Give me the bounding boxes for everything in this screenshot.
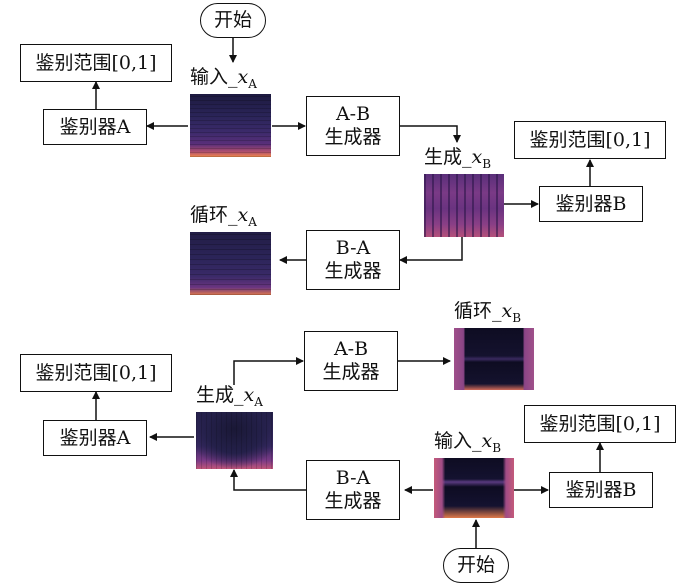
- arrow-gen-ab-to-gen-b: [400, 125, 461, 143]
- gen-ab-line2-bottom: 生成器: [322, 361, 380, 383]
- label-input-xb: 输入_xB: [434, 430, 502, 455]
- generator-ab-top: A-B 生成器: [306, 96, 400, 156]
- arrow-gen-ba-to-gen-a: [230, 469, 306, 491]
- generator-ba-top: B-A 生成器: [306, 230, 400, 290]
- discriminator-b-top: 鉴别器B: [539, 186, 643, 222]
- range-box-top-left: 鉴别范围[0,1]: [20, 44, 172, 82]
- gen-ba-line2: 生成器: [324, 260, 382, 282]
- arrow-gen-b-to-gen-ba: [399, 237, 463, 264]
- spectrogram-input-a: [190, 94, 271, 157]
- label-generated-xb: 生成_xB: [424, 146, 492, 171]
- gen-ab-line1: A-B: [335, 103, 371, 125]
- discriminator-a-bottom: 鉴别器A: [43, 420, 147, 456]
- gen-ba-line1-bottom: B-A: [335, 467, 371, 489]
- generator-ab-bottom: A-B 生成器: [304, 331, 398, 391]
- discriminator-b-bottom: 鉴别器B: [549, 472, 653, 508]
- range-box-bottom-left: 鉴别范围[0,1]: [20, 354, 172, 392]
- label-cycle-xa: 循环_xA: [190, 204, 257, 229]
- range-box-bottom-right: 鉴别范围[0,1]: [524, 405, 676, 443]
- label-cycle-xb: 循环_xB: [454, 300, 522, 325]
- gen-ab-line2: 生成器: [324, 126, 382, 148]
- start-node-bottom: 开始: [443, 548, 509, 583]
- label-input-xa: 输入_xA: [190, 66, 257, 91]
- spectrogram-generated-a: [196, 412, 273, 469]
- range-box-top-right: 鉴别范围[0,1]: [514, 121, 666, 159]
- arrow-gen-a-to-gen-ab: [233, 357, 304, 385]
- label-generated-xa: 生成_xA: [196, 384, 263, 409]
- start-node-top: 开始: [200, 3, 266, 38]
- gen-ba-line1: B-A: [335, 237, 371, 259]
- discriminator-a-top: 鉴别器A: [43, 109, 147, 145]
- spectrogram-cycle-a: [190, 232, 271, 295]
- spectrogram-input-b: [434, 458, 514, 518]
- spectrogram-cycle-b: [454, 328, 534, 390]
- gen-ba-line2-bottom: 生成器: [324, 490, 382, 512]
- spectrogram-generated-b: [424, 174, 504, 237]
- gen-ab-line1-bottom: A-B: [333, 338, 369, 360]
- generator-ba-bottom: B-A 生成器: [306, 460, 400, 520]
